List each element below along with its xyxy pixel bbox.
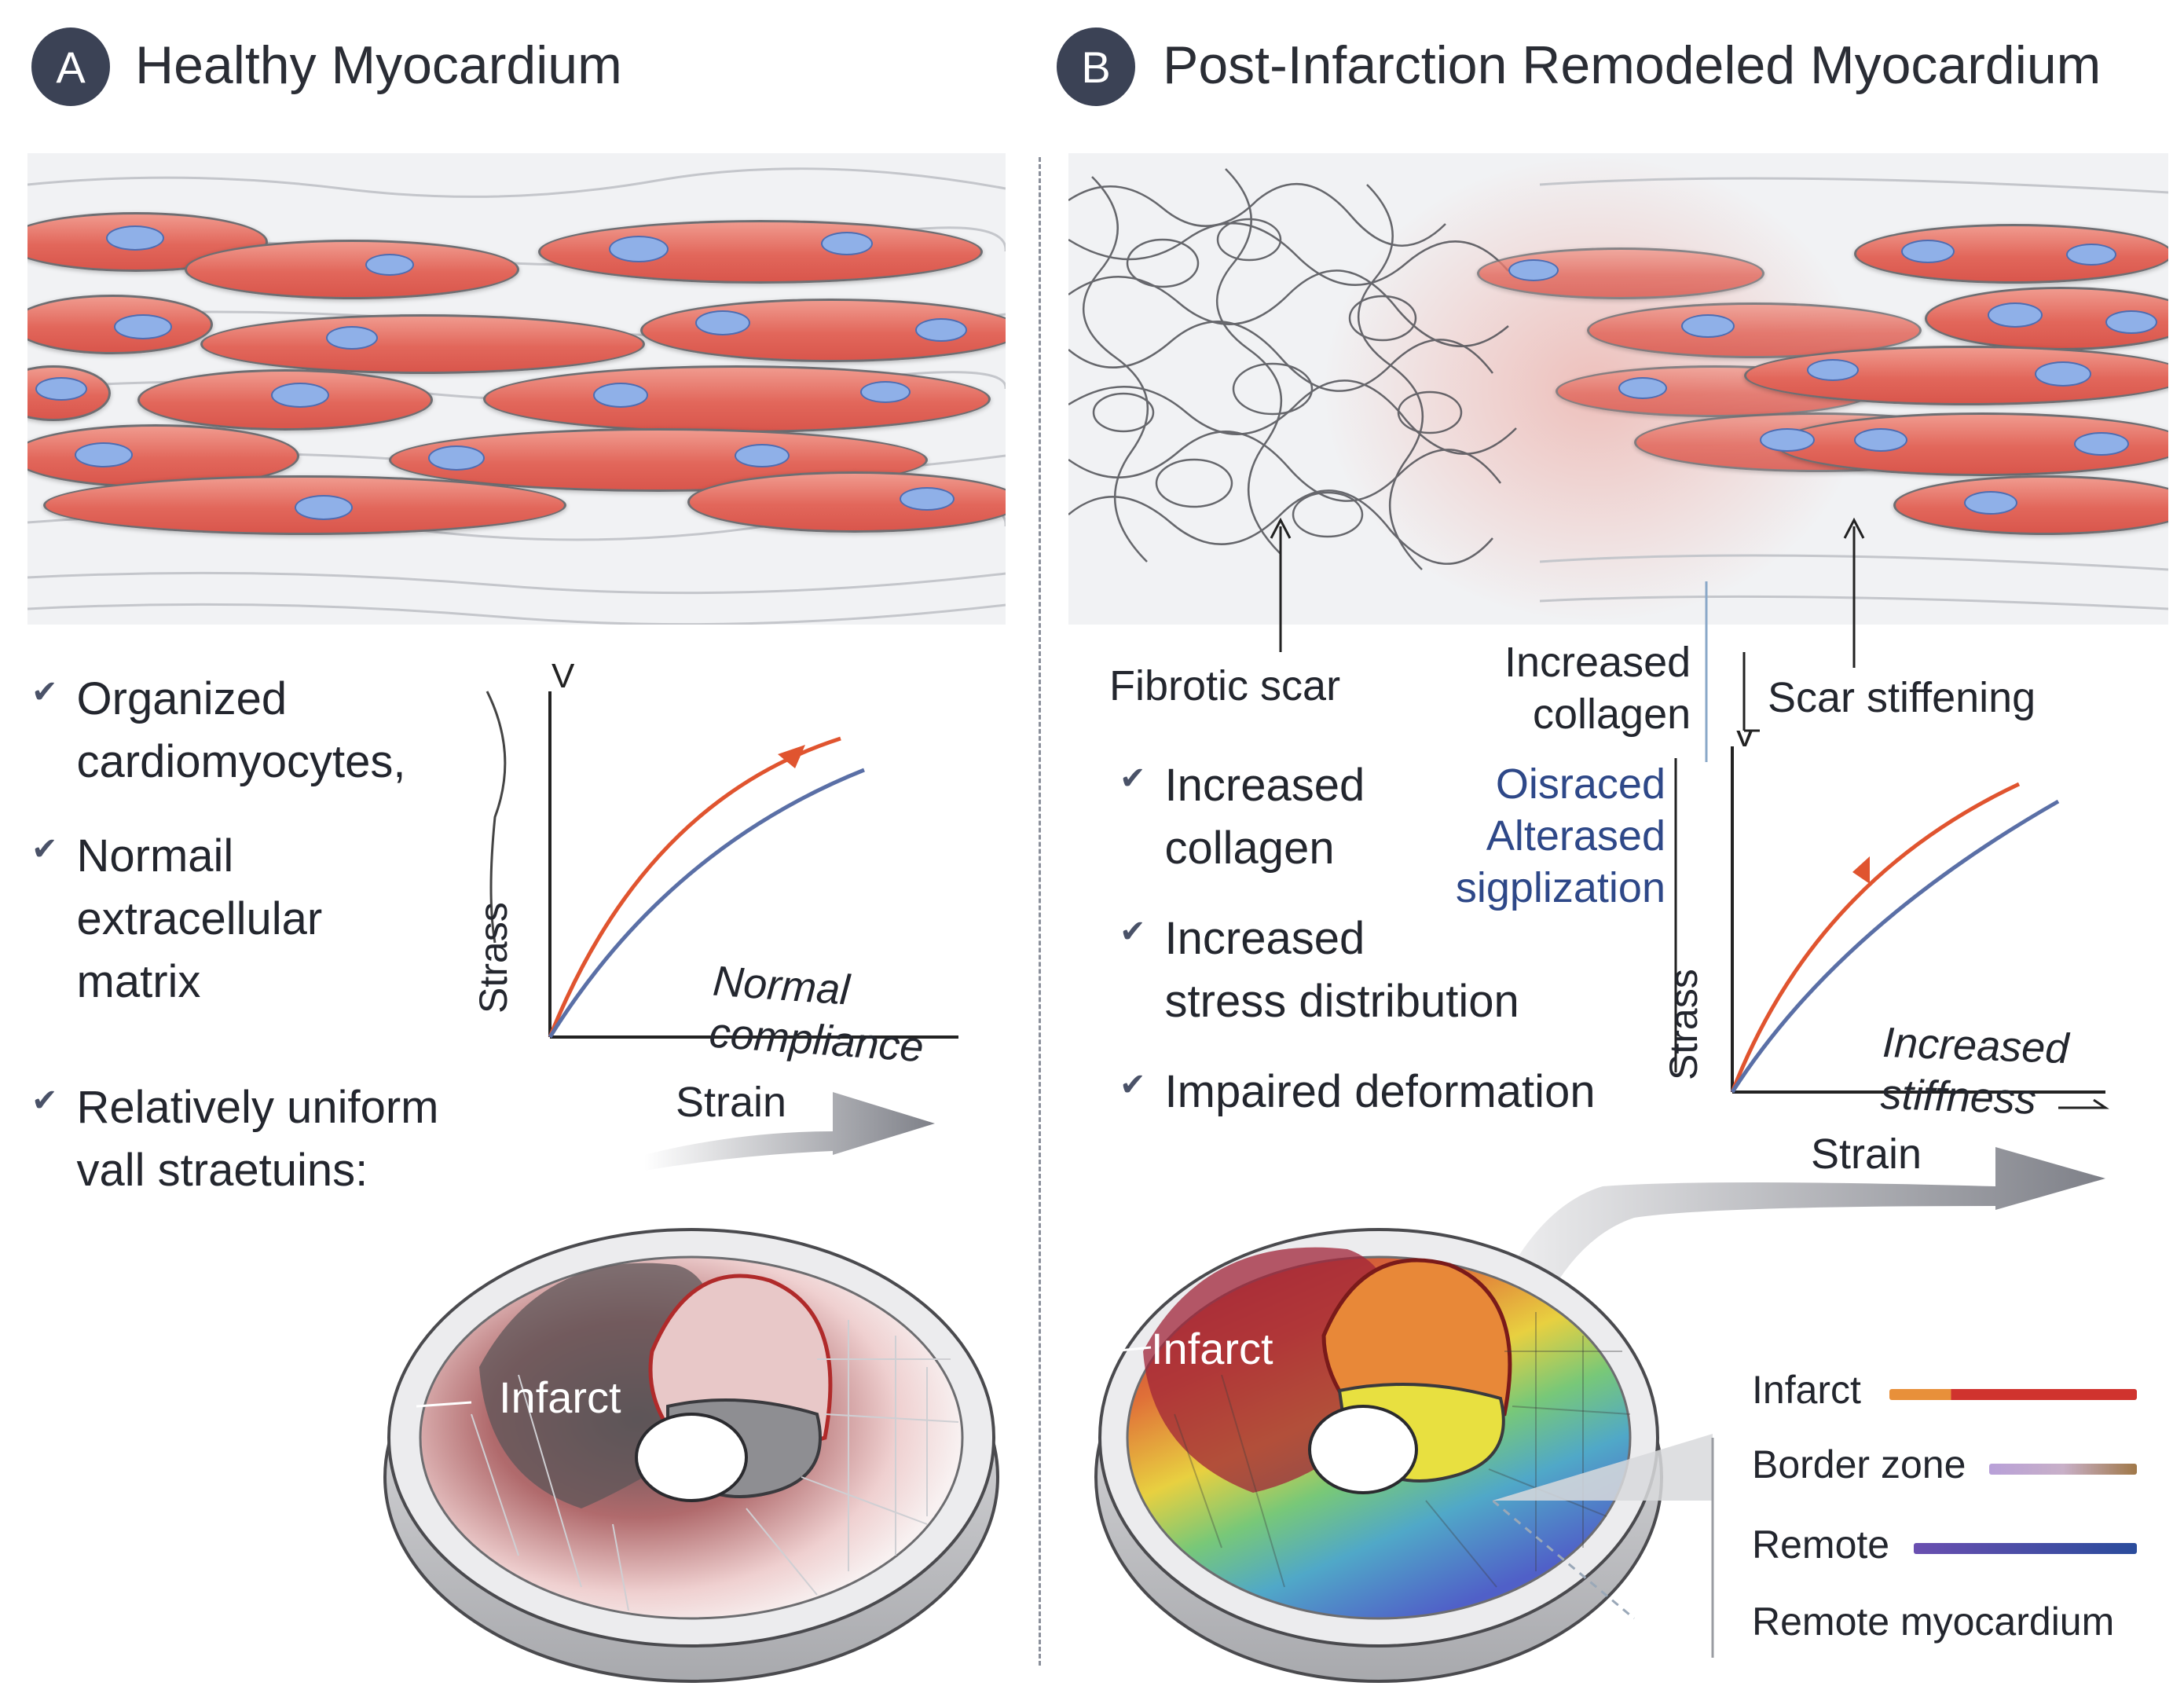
stiffness-curve-lower [1730, 799, 2060, 1094]
legend-callout-beams [1493, 1434, 1714, 1658]
check-icon: ✔ [1119, 1068, 1146, 1102]
curve-arrowhead [778, 745, 805, 768]
bullet-organized-cardiomyocytes: ✔ Organized cardiomyocytes, [31, 668, 406, 794]
panel-b-title: Post-Infarction Remodeled Myocardium [1163, 35, 2102, 95]
panel-divider [1039, 157, 1041, 1666]
bullet-text: Impaired deformation [1164, 1066, 1596, 1117]
legend-border-zone-label: Border zone [1752, 1442, 1966, 1486]
panel-b-badge-letter: B [1081, 42, 1111, 92]
legend-remote-myocardium-label: Remote myocardium [1752, 1600, 2115, 1644]
y-axis-label: Strass [471, 902, 515, 1013]
panel-a-badge-letter: A [56, 42, 86, 92]
healthy-stress-strain-graph: V Strass [471, 660, 958, 1039]
bullet-text: Increased stress distribution [1164, 913, 1519, 1027]
increased-collagen-callout: Increased collagen [1504, 639, 1691, 738]
panel-a-badge: A [31, 27, 110, 106]
check-icon: ✔ [1119, 914, 1146, 949]
heart-infarct-label: Infarct [499, 1373, 621, 1422]
x-axis-label: Strain [1811, 1131, 1922, 1178]
x-axis-label: Strain [676, 1079, 787, 1126]
normal-compliance-annotation: Normal compliance [707, 957, 925, 1072]
increased-stiffness-annotation: Increased stiffness [1879, 1018, 2070, 1123]
callout-lines [1270, 517, 1865, 762]
bullet-text: Relatively uniform vall straetuins: [76, 1082, 439, 1196]
bullet-uniform-wall-strain: ✔ Relatively uniform vall straetuins: [31, 1076, 438, 1202]
strain-arrow-icon [644, 1092, 935, 1171]
legend-remote-label: Remote [1752, 1523, 1890, 1567]
bullet-text: Normail extracellular matrix [76, 830, 323, 1007]
legend-remote-swatch [1914, 1543, 2137, 1554]
bullet-increased-collagen: ✔ Increased collagen [1119, 754, 1365, 880]
bullet-text: Increased collagen [1164, 760, 1365, 874]
panel-b-badge: B [1057, 27, 1135, 106]
panel-a-title: Healthy Myocardium [135, 35, 622, 95]
scar-stiffening-callout: Scar stiffening [1768, 674, 2036, 721]
legend-border-zone-swatch [1989, 1464, 2137, 1475]
strain-arrow-icon [1477, 1147, 2105, 1351]
y-label-leader [486, 691, 507, 944]
signal-bracket-line [1674, 758, 1677, 1072]
remodeled-heart-cross-section: Infarct [1094, 1228, 1663, 1683]
check-icon: ✔ [31, 832, 58, 867]
healthy-heart-cross-section: Infarct [383, 1228, 999, 1683]
legend-infarct-swatch [1889, 1389, 2137, 1400]
legend-infarct-label: Infarct [1752, 1368, 1861, 1412]
check-icon: ✔ [31, 675, 58, 709]
fibrotic-scar-strands [1068, 168, 2168, 610]
y-axis-letter: V [551, 660, 575, 695]
fibrotic-scar-callout: Fibrotic scar [1109, 662, 1341, 709]
bullet-increased-stress: ✔ Increased stress distribution [1119, 907, 1519, 1033]
bullet-text: Organized cardiomyocytes, [76, 673, 406, 787]
compliance-curve-lower [548, 768, 865, 1039]
y-axis-letter: V [1733, 731, 1757, 754]
check-icon: ✔ [31, 1083, 58, 1118]
remodeled-stress-strain-graph: V Strass [1662, 731, 2109, 1109]
remodeled-tissue-illustration [1068, 153, 2168, 625]
check-icon: ✔ [1119, 761, 1146, 796]
altered-signalization-text: Oisraced Alterased sigplization [1455, 761, 1665, 911]
y-axis-label: Strass [1662, 969, 1706, 1080]
bullet-impaired-deformation: ✔ Impaired deformation [1119, 1061, 1596, 1123]
curve-arrowhead [1852, 856, 1870, 884]
healthy-tissue-illustration [27, 153, 1006, 625]
heart-infarct-label: Infarct [1151, 1324, 1273, 1373]
stiffness-curve-upper [1730, 782, 2021, 1093]
bullet-normal-ecm: ✔ Normail extracellular matrix [31, 825, 322, 1013]
